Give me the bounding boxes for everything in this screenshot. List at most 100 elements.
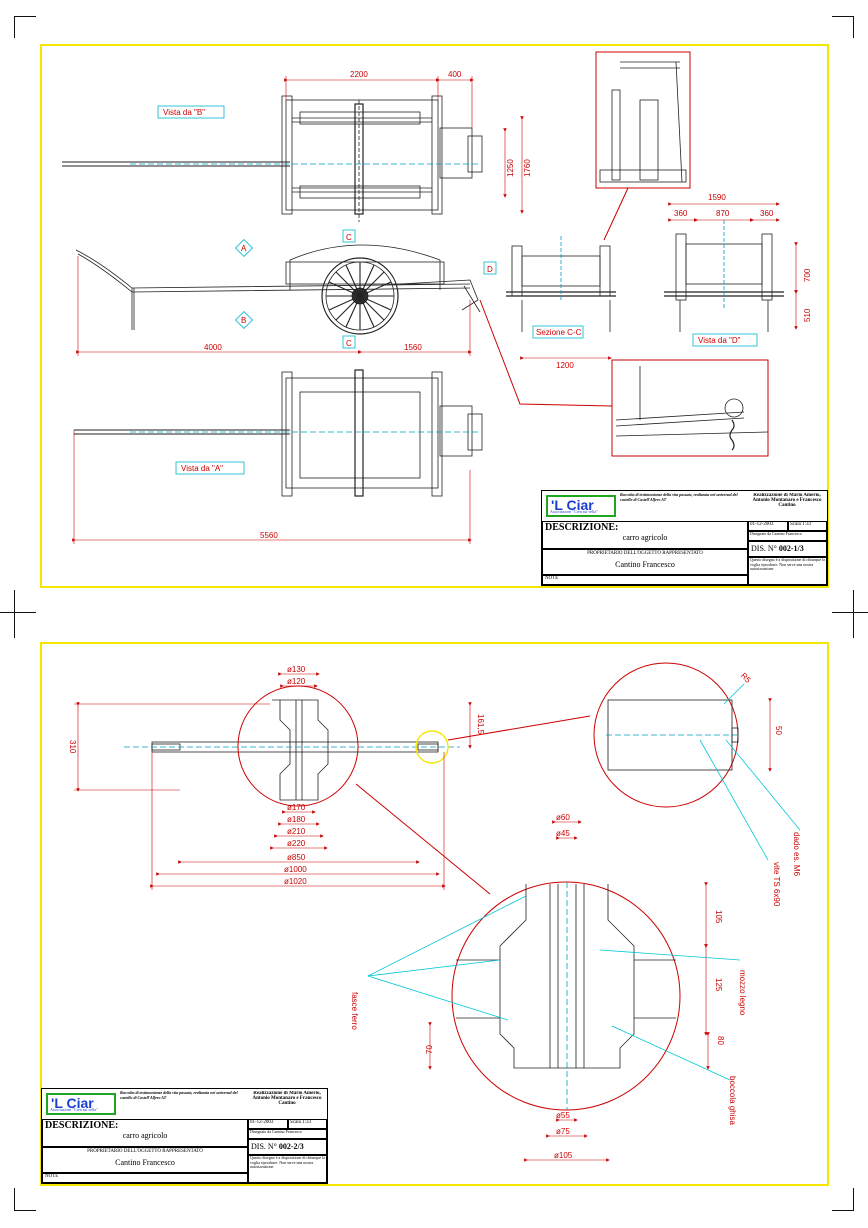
dim-1760: 1760: [523, 159, 532, 177]
marker-c-top: C: [346, 233, 352, 242]
logo: 'L Ciar Associazione "Cren sui vella": [546, 495, 616, 517]
section-cc-label: Sezione C-C: [536, 328, 582, 337]
owner-label: PROPRIETARIO DELL'OGGETTO RAPPRESENTATO: [87, 1149, 203, 1154]
dim-4000: 4000: [204, 343, 222, 352]
dim-phi210: ø210: [287, 827, 306, 836]
owner-label: PROPRIETARIO DELL'OGGETTO RAPPRESENTATO: [587, 551, 703, 556]
side-view-cart: [75, 244, 481, 335]
crop-mark: [832, 612, 868, 613]
label-mozzo: mozzo legno: [738, 970, 747, 1016]
dim-50: 50: [774, 726, 783, 735]
title-block-sheet1: 'L Ciar Associazione "Cren sui vella" Ra…: [541, 490, 828, 586]
disclaimer-cell: Questo disegno è a disposizione di chiun…: [248, 1155, 327, 1183]
title-block-sheet2: 'L Ciar Associazione "Cren sui vella" Ra…: [41, 1088, 328, 1184]
view-b-box: [157, 105, 225, 119]
dim-phi120: ø120: [287, 677, 306, 686]
authors-text: Realizzazione di Mario Amerio, Antonio M…: [252, 1091, 322, 1106]
drawn-by-cell: Disegnato da Cantino Francesco: [748, 531, 827, 541]
section-cc-view: [506, 236, 616, 332]
logo-text: 'L Ciar: [51, 1095, 94, 1111]
section-cc-box: [532, 325, 584, 339]
dim-1560: 1560: [404, 343, 422, 352]
date-cell: 01-12-2003: [248, 1119, 288, 1129]
hub-dims: [74, 672, 472, 890]
descr-value: carro agricolo: [622, 533, 668, 542]
collection-text: Raccolta di testimonianze della vita pas…: [120, 1091, 238, 1100]
dim-phi105: ø105: [554, 1151, 573, 1160]
descr-label: DESCRIZIONE:: [45, 1120, 119, 1131]
dim-phi850: ø850: [287, 853, 306, 862]
view-d-box: [692, 333, 758, 347]
dis-label: DIS. N°: [751, 544, 777, 553]
dim-phi75: ø75: [556, 1127, 570, 1136]
sheet1-frame: [40, 44, 829, 588]
crop-mark: [14, 16, 36, 17]
dim-161-5: 161,5: [476, 714, 485, 735]
owner-cell: PROPRIETARIO DELL'OGGETTO RAPPRESENTATO …: [542, 549, 748, 575]
label-fasce: fasce ferro: [350, 992, 359, 1030]
logo: 'L Ciar Associazione "Cren sui vella": [46, 1093, 116, 1115]
label-boccola: boccola ghisa: [728, 1076, 737, 1125]
dim-70: 70: [425, 1045, 434, 1054]
view-d-label: Vista da "D": [698, 336, 741, 345]
hub-large-dims: [428, 820, 710, 1162]
axle-end-leaders: [699, 683, 801, 861]
dim-1590: 1590: [708, 193, 726, 202]
dim-phi60: ø60: [556, 813, 570, 822]
dim-1200: 1200: [556, 361, 574, 370]
dim-phi1000: ø1000: [284, 865, 307, 874]
hub-large-drawing: [456, 882, 676, 1110]
dim-phi1020: ø1020: [284, 877, 307, 886]
dim-80: 80: [716, 1036, 725, 1045]
dis-value: 002-2/3: [278, 1142, 304, 1151]
marker-c-bottom: C: [346, 339, 352, 348]
dim-360-left: 360: [674, 209, 688, 218]
descr-value: carro agricolo: [122, 1131, 168, 1140]
dim-phi220: ø220: [287, 839, 306, 848]
dim-870: 870: [716, 209, 730, 218]
hub-large-detail: [451, 881, 681, 1111]
view-d-cart: [664, 220, 784, 332]
crop-mark: [14, 1188, 15, 1210]
crop-mark: [0, 612, 36, 613]
note-cell: NOTE: [42, 1173, 248, 1183]
logo-subtitle: Associazione "Cren sui vella": [50, 1107, 98, 1112]
bottom-view-cart: [74, 369, 483, 497]
sheet2-frame: [40, 642, 829, 1186]
detail-inset-top: [595, 51, 691, 241]
dim-105: 105: [714, 910, 723, 924]
dim-phi130: ø130: [287, 665, 306, 674]
crop-mark: [832, 1210, 854, 1211]
hub-large-leaders: [367, 895, 741, 1081]
dim-phi170: ø170: [287, 803, 306, 812]
drawn-by-cell: Disegnato da Cantino Francesco: [248, 1129, 327, 1139]
dim-700: 700: [803, 268, 812, 282]
marker-d: D: [487, 265, 493, 274]
marker-a: A: [241, 244, 247, 253]
dim-r5: R5: [739, 671, 753, 685]
dis-value: 002-1/3: [778, 544, 804, 553]
crop-mark: [832, 16, 854, 17]
label-vite: vite TS 6x90: [772, 862, 781, 907]
top-view-cart: [62, 95, 483, 222]
dim-360-right: 360: [760, 209, 774, 218]
view-b-label: Vista da "B": [163, 108, 205, 117]
crop-mark: [14, 590, 15, 638]
marker-b: B: [241, 316, 246, 325]
dim-5560: 5560: [260, 531, 278, 540]
crop-mark: [14, 1210, 36, 1211]
view-a-box: [175, 461, 245, 475]
scale-cell: Scala 1:33: [288, 1119, 327, 1129]
label-dado: dado es. M6: [792, 832, 801, 877]
dim-2200: 2200: [350, 70, 368, 79]
dim-phi45: ø45: [556, 829, 570, 838]
date-cell: 01-12-2003: [748, 521, 788, 531]
scale-cell: Scala 1:33: [788, 521, 827, 531]
note-cell: NOTE: [542, 575, 748, 585]
top-view-dims: [284, 76, 524, 214]
crop-mark: [14, 16, 15, 38]
dim-125: 125: [714, 978, 723, 992]
dis-label: DIS. N°: [251, 1142, 277, 1151]
view-d-dims: [668, 202, 798, 330]
